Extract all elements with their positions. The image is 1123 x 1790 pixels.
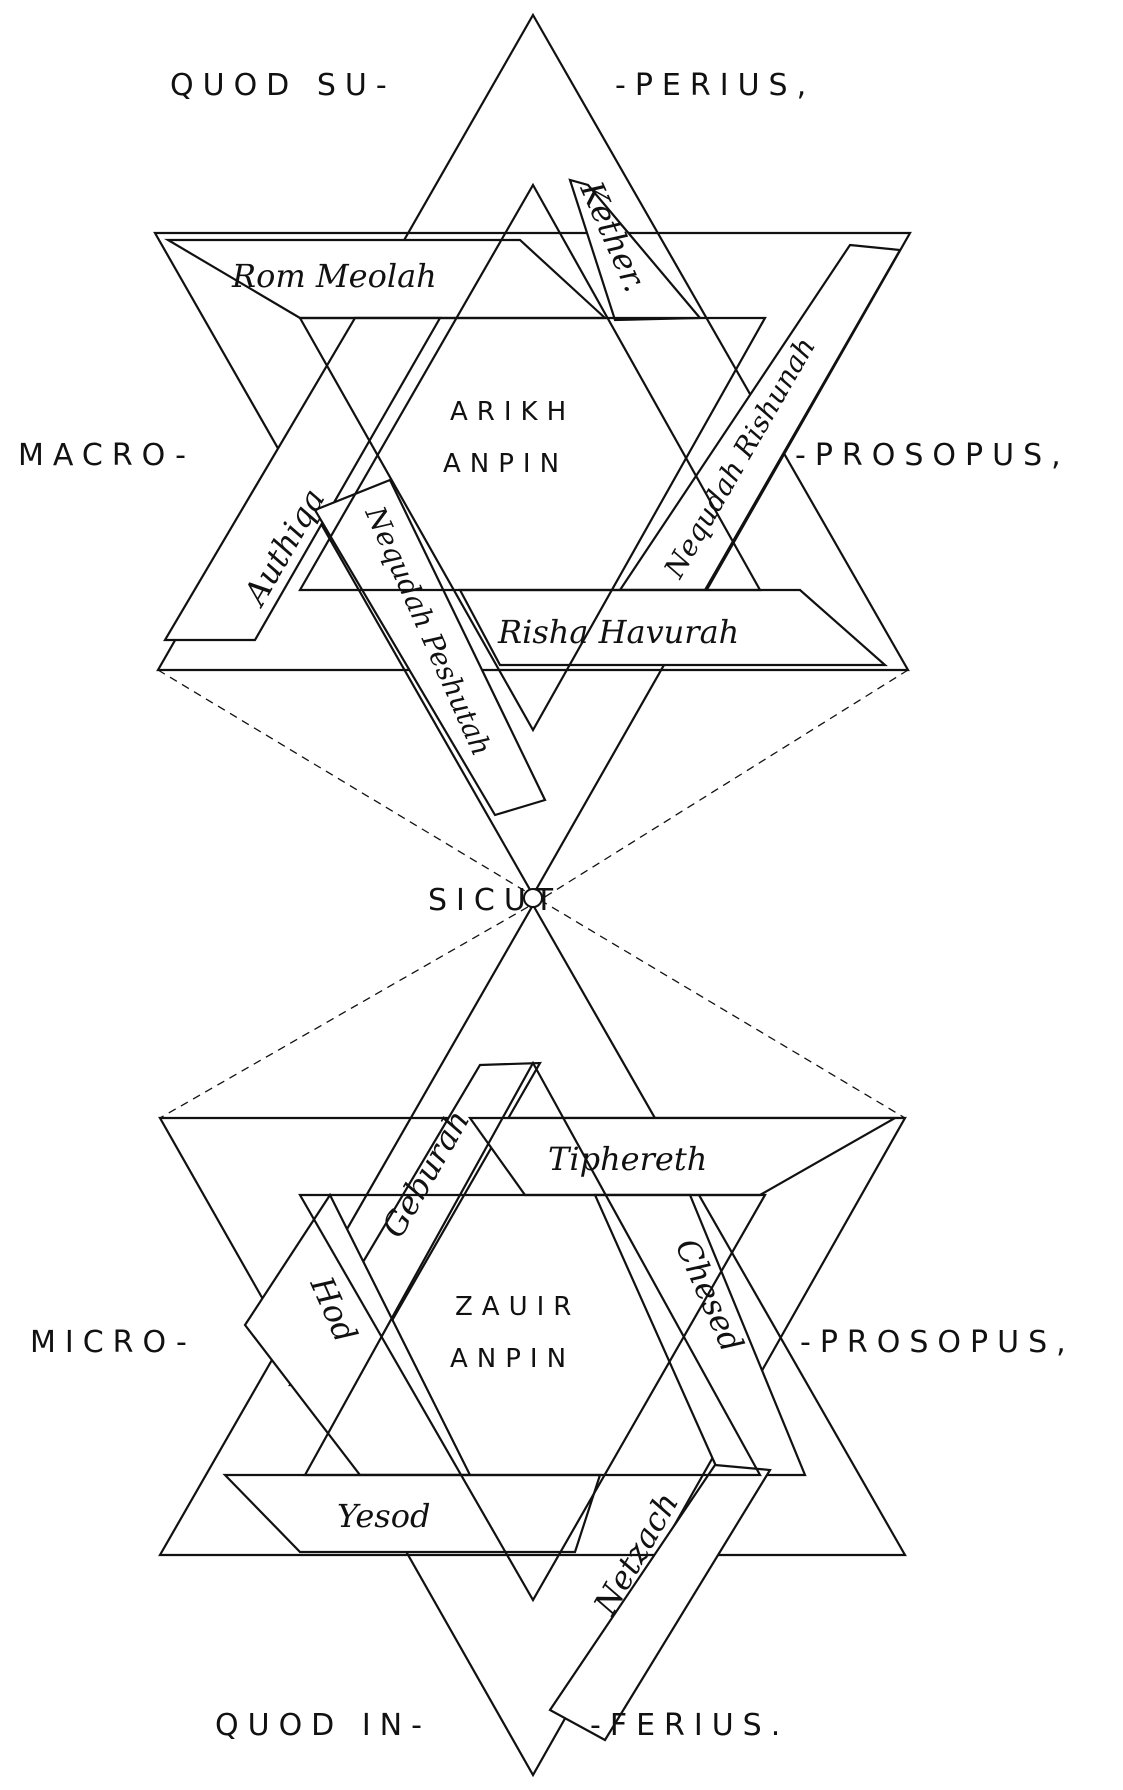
- top-label-left: QUOD SU-: [170, 68, 396, 103]
- dashed-connectors: [157, 669, 909, 1119]
- center-crossing-circle: [523, 888, 543, 908]
- band-netzach: [548, 1463, 772, 1742]
- top-label-right: -PERIUS,: [615, 68, 815, 103]
- label-yesod: Yesod: [337, 1497, 430, 1535]
- lower-star-inner-down-triangle: [298, 1193, 767, 1603]
- micro-label-left: MICRO-: [30, 1325, 196, 1360]
- bottom-label-right: -FERIUS.: [590, 1708, 789, 1743]
- macro-label-right: -PROSOPUS,: [795, 438, 1070, 473]
- label-rom-meolah: Rom Meolah: [231, 257, 437, 295]
- lower-center-line-1: ZAUIR: [455, 1292, 580, 1322]
- macro-label-left: MACRO-: [18, 438, 195, 473]
- lower-star-inner-up-triangle: [303, 1060, 762, 1477]
- label-risha-havurah: Risha Havurah: [497, 613, 739, 651]
- micro-label-right: -PROSOPUS,: [800, 1325, 1075, 1360]
- lower-star: [158, 902, 907, 1778]
- bottom-label-left: QUOD IN-: [215, 1708, 431, 1743]
- label-tiphereth: Tiphereth: [548, 1140, 707, 1178]
- band-nequdah-peshutah: [313, 478, 547, 817]
- upper-center-line-2: ANPIN: [443, 449, 568, 479]
- upper-star-inner-down-triangle: [298, 316, 767, 733]
- lower-center-line-2: ANPIN: [450, 1344, 575, 1374]
- upper-star-outer-down-triangle: [153, 231, 912, 898]
- upper-center-line-1: ARIKH: [450, 397, 575, 427]
- upper-star: [153, 12, 912, 898]
- sicut-label: SICUT: [428, 883, 562, 918]
- upper-star-inner-up-triangle: [298, 182, 762, 592]
